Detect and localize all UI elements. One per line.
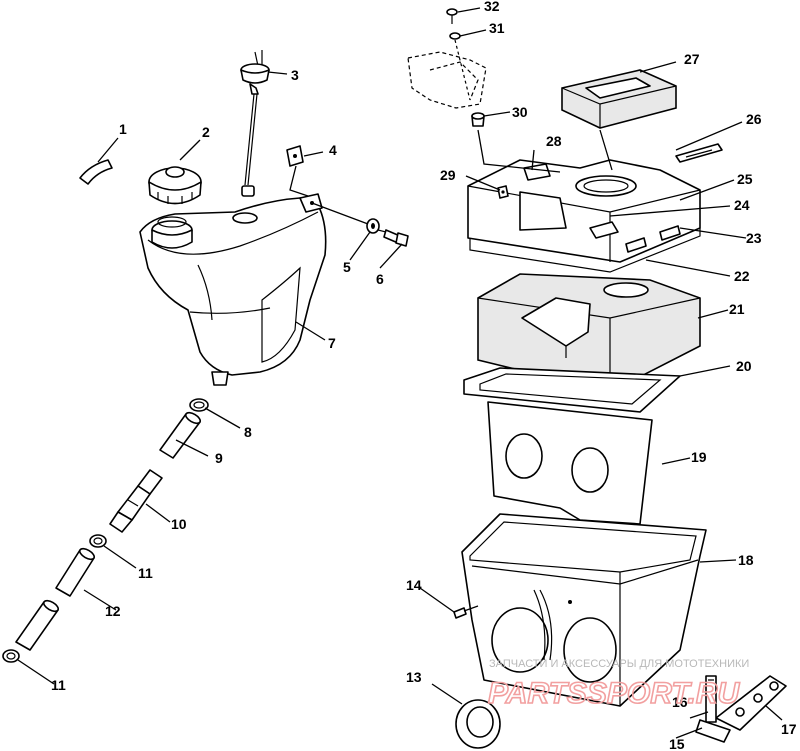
part-16-clip xyxy=(705,675,717,723)
part-26-strip xyxy=(675,143,723,163)
label-18: 18 xyxy=(738,552,754,568)
label-15: 15 xyxy=(669,736,685,751)
callout-labels: 1 2 3 4 5 6 7 8 9 10 11 12 11 13 14 15 1… xyxy=(51,0,797,751)
part-20-gasket xyxy=(463,367,681,413)
label-31: 31 xyxy=(489,20,505,36)
part-17-bracket xyxy=(715,675,787,731)
label-8: 8 xyxy=(244,424,252,440)
label-7: 7 xyxy=(328,335,336,351)
part-27-foam-pad xyxy=(561,69,677,129)
part-10-filter xyxy=(109,469,163,533)
label-27: 27 xyxy=(684,51,700,67)
part-19-plate xyxy=(487,401,653,525)
part-15-plate xyxy=(695,719,731,743)
watermark: ЗАПЧАСТИ И АКСЕССУАРЫ ДЛЯ МОТОТЕХНИКИ PA… xyxy=(487,658,749,711)
label-9: 9 xyxy=(215,450,223,466)
label-11-lower: 11 xyxy=(51,677,66,693)
label-16: 16 xyxy=(672,694,688,710)
part-12-hose xyxy=(15,547,96,651)
part-5-grommet xyxy=(366,218,380,234)
label-25: 25 xyxy=(737,171,753,187)
label-23: 23 xyxy=(746,230,762,246)
part-1-strip xyxy=(79,159,113,185)
label-17: 17 xyxy=(781,721,797,737)
label-3: 3 xyxy=(291,67,299,83)
leader-lines xyxy=(17,7,783,739)
part-4-bracket xyxy=(286,145,304,167)
part-2-tank-cap xyxy=(148,166,202,205)
label-1: 1 xyxy=(119,121,127,137)
watermark-caption: ЗАПЧАСТИ И АКСЕССУАРЫ ДЛЯ МОТОТЕХНИКИ xyxy=(489,658,749,670)
mount-bracket-outline xyxy=(407,39,487,109)
label-4: 4 xyxy=(329,142,337,158)
label-32: 32 xyxy=(484,0,500,14)
part-11-clamp-lower xyxy=(2,649,20,663)
label-22: 22 xyxy=(734,268,750,284)
label-21: 21 xyxy=(729,301,745,317)
label-13: 13 xyxy=(406,669,422,685)
label-5: 5 xyxy=(343,259,351,275)
part-28-decal xyxy=(523,163,551,181)
label-6: 6 xyxy=(376,271,384,287)
part-30-grommet xyxy=(471,112,485,127)
label-26: 26 xyxy=(746,111,762,127)
label-24: 24 xyxy=(734,197,750,213)
part-14-screw xyxy=(453,605,479,619)
label-11-upper: 11 xyxy=(138,565,153,581)
label-10: 10 xyxy=(171,516,187,532)
part-18-airbox-base xyxy=(461,513,707,707)
label-14: 14 xyxy=(406,577,422,593)
label-19: 19 xyxy=(691,449,707,465)
part-8-clamp xyxy=(189,398,209,412)
part-3-dipstick xyxy=(240,50,270,197)
part-31-washer xyxy=(449,32,461,40)
part-13-boot xyxy=(455,699,501,749)
part-32-screw xyxy=(446,8,458,24)
part-7-oil-tank xyxy=(139,193,327,386)
part-29-clip xyxy=(497,185,509,199)
label-29: 29 xyxy=(440,167,456,183)
label-12: 12 xyxy=(105,603,121,619)
label-30: 30 xyxy=(512,104,528,120)
part-11-clamp-upper xyxy=(89,534,107,548)
part-9-hose xyxy=(159,411,202,459)
part-6-bolt xyxy=(383,229,409,247)
label-2: 2 xyxy=(202,124,210,140)
watermark-brand: PARTSSPORT.RU xyxy=(488,677,740,710)
part-25-airbox-cover xyxy=(467,159,701,273)
part-21-foam-filter xyxy=(477,273,701,393)
label-20: 20 xyxy=(736,358,752,374)
label-28: 28 xyxy=(546,133,562,149)
